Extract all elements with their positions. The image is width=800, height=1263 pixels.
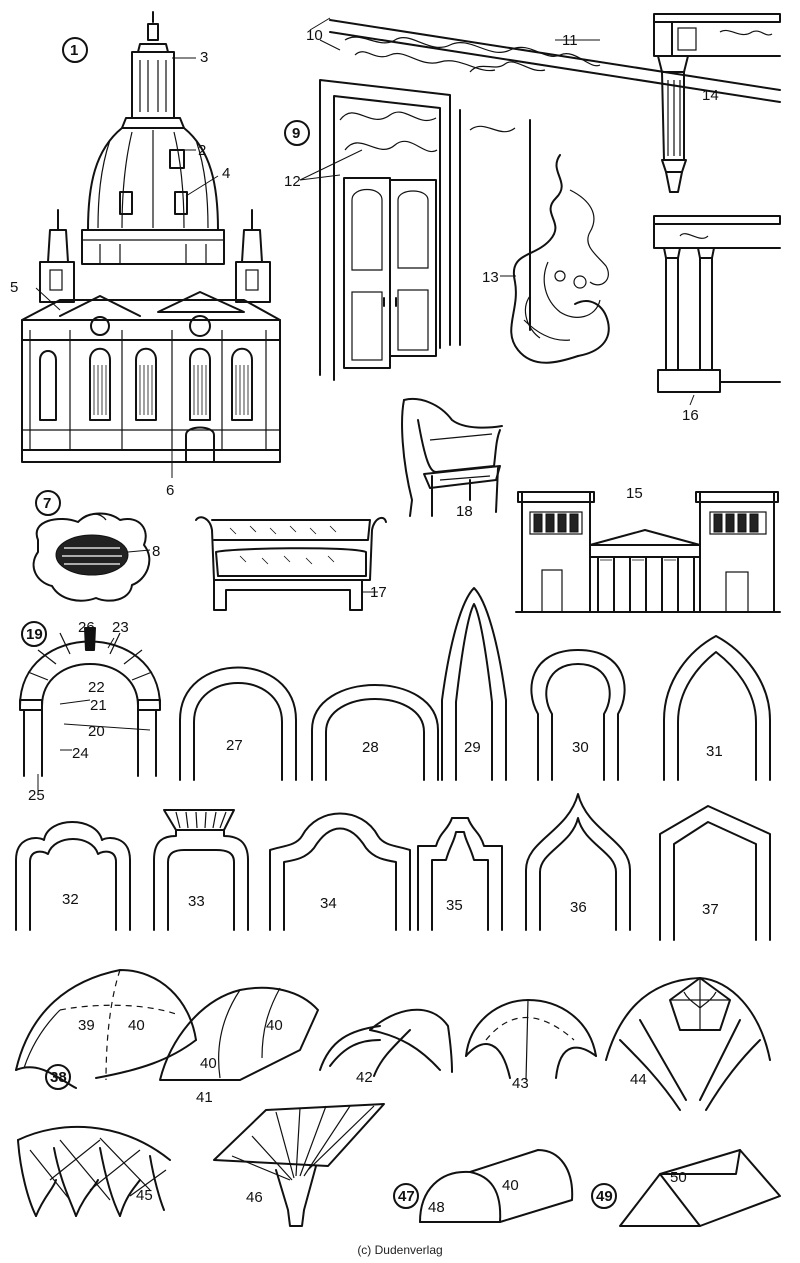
rococo-door-illustration bbox=[284, 17, 781, 381]
label-6: 6 bbox=[166, 482, 174, 499]
arch-30-horseshoe bbox=[530, 649, 626, 781]
label-21: 21 bbox=[90, 697, 107, 714]
arch-anatomy-diagram bbox=[19, 621, 161, 790]
vault-42-groin bbox=[319, 1008, 453, 1077]
arch-31-pointed bbox=[663, 635, 771, 781]
label-46: 46 bbox=[246, 1189, 263, 1206]
louis-seize-table-leg-illustration bbox=[653, 13, 781, 193]
label-14: 14 bbox=[702, 87, 719, 104]
vault-49-trough bbox=[591, 1149, 781, 1227]
copyright-notice: (c) Dudenverlag bbox=[357, 1243, 443, 1257]
label-16: 16 bbox=[682, 407, 699, 424]
label-19: 19 bbox=[26, 626, 43, 643]
arch-35-ogee-shouldered bbox=[417, 817, 503, 931]
vault-38-cloister bbox=[15, 969, 197, 1090]
arch-36-keel bbox=[525, 793, 631, 931]
label-47: 47 bbox=[398, 1188, 415, 1205]
label-45: 45 bbox=[136, 1187, 153, 1204]
label-11: 11 bbox=[562, 32, 578, 49]
label-39: 39 bbox=[78, 1017, 95, 1034]
vault-41-barrel bbox=[159, 986, 319, 1081]
label-3: 3 bbox=[200, 49, 208, 66]
label-29: 29 bbox=[464, 739, 481, 756]
arch-33-shouldered bbox=[153, 809, 249, 931]
cartouche-illustration bbox=[32, 490, 151, 602]
vault-46-funnel bbox=[213, 1103, 385, 1227]
arch-34-tudor bbox=[269, 812, 411, 931]
label-13: 13 bbox=[482, 269, 499, 286]
arch-27-round bbox=[179, 666, 297, 781]
arch-28-segmental bbox=[311, 684, 439, 781]
label-24: 24 bbox=[72, 745, 89, 762]
label-33: 33 bbox=[188, 893, 205, 910]
label-32: 32 bbox=[62, 891, 79, 908]
label-22: 22 bbox=[88, 679, 105, 696]
label-38: 38 bbox=[50, 1069, 67, 1086]
label-25: 25 bbox=[28, 787, 45, 804]
label-35: 35 bbox=[446, 897, 463, 914]
classicist-gate-illustration bbox=[515, 491, 781, 613]
label-2: 2 bbox=[198, 142, 206, 159]
label-34: 34 bbox=[320, 895, 337, 912]
label-41: 41 bbox=[196, 1089, 213, 1106]
label-30: 30 bbox=[572, 739, 589, 756]
arch-32-trefoil bbox=[15, 821, 131, 931]
vault-45-net bbox=[17, 1125, 171, 1217]
art-nouveau-chair-illustration bbox=[401, 398, 503, 517]
figure-labels: 1 2 3 4 5 6 7 8 9 10 11 12 13 14 15 16 1… bbox=[10, 27, 723, 1216]
label-15: 15 bbox=[626, 485, 643, 502]
vault-44-fan bbox=[605, 977, 771, 1111]
label-7: 7 bbox=[43, 495, 51, 512]
label-8: 8 bbox=[152, 543, 160, 560]
label-50: 50 bbox=[670, 1169, 687, 1186]
label-18: 18 bbox=[456, 503, 473, 520]
label-49: 49 bbox=[596, 1188, 613, 1205]
label-10: 10 bbox=[306, 27, 323, 44]
label-26: 26 bbox=[78, 619, 95, 636]
label-17: 17 bbox=[370, 584, 387, 601]
label-40-a: 40 bbox=[128, 1017, 145, 1034]
label-40-c: 40 bbox=[200, 1055, 217, 1072]
arch-37-pointed-segmental bbox=[659, 805, 771, 941]
label-1: 1 bbox=[70, 42, 78, 59]
label-44: 44 bbox=[630, 1071, 647, 1088]
label-42: 42 bbox=[356, 1069, 373, 1086]
vault-43-rib bbox=[465, 999, 597, 1081]
label-20: 20 bbox=[88, 723, 105, 740]
label-48: 48 bbox=[428, 1199, 445, 1216]
arch-29-lancet bbox=[441, 587, 507, 781]
label-27: 27 bbox=[226, 737, 243, 754]
empire-console-illustration bbox=[653, 215, 781, 406]
label-31: 31 bbox=[706, 743, 723, 760]
label-12: 12 bbox=[284, 173, 301, 190]
label-28: 28 bbox=[362, 739, 379, 756]
rocaille-ornament-illustration bbox=[500, 154, 610, 364]
label-43: 43 bbox=[512, 1075, 529, 1092]
baroque-church-illustration bbox=[21, 11, 281, 478]
label-4: 4 bbox=[222, 165, 230, 182]
vault-47-barrel-simple bbox=[393, 1149, 574, 1223]
label-40-b: 40 bbox=[266, 1017, 283, 1034]
label-36: 36 bbox=[570, 899, 587, 916]
label-40-d: 40 bbox=[502, 1177, 519, 1194]
label-37: 37 bbox=[702, 901, 719, 918]
label-9: 9 bbox=[292, 125, 300, 142]
label-23: 23 bbox=[112, 619, 129, 636]
label-5: 5 bbox=[10, 279, 18, 296]
biedermeier-sofa-illustration bbox=[195, 516, 387, 611]
